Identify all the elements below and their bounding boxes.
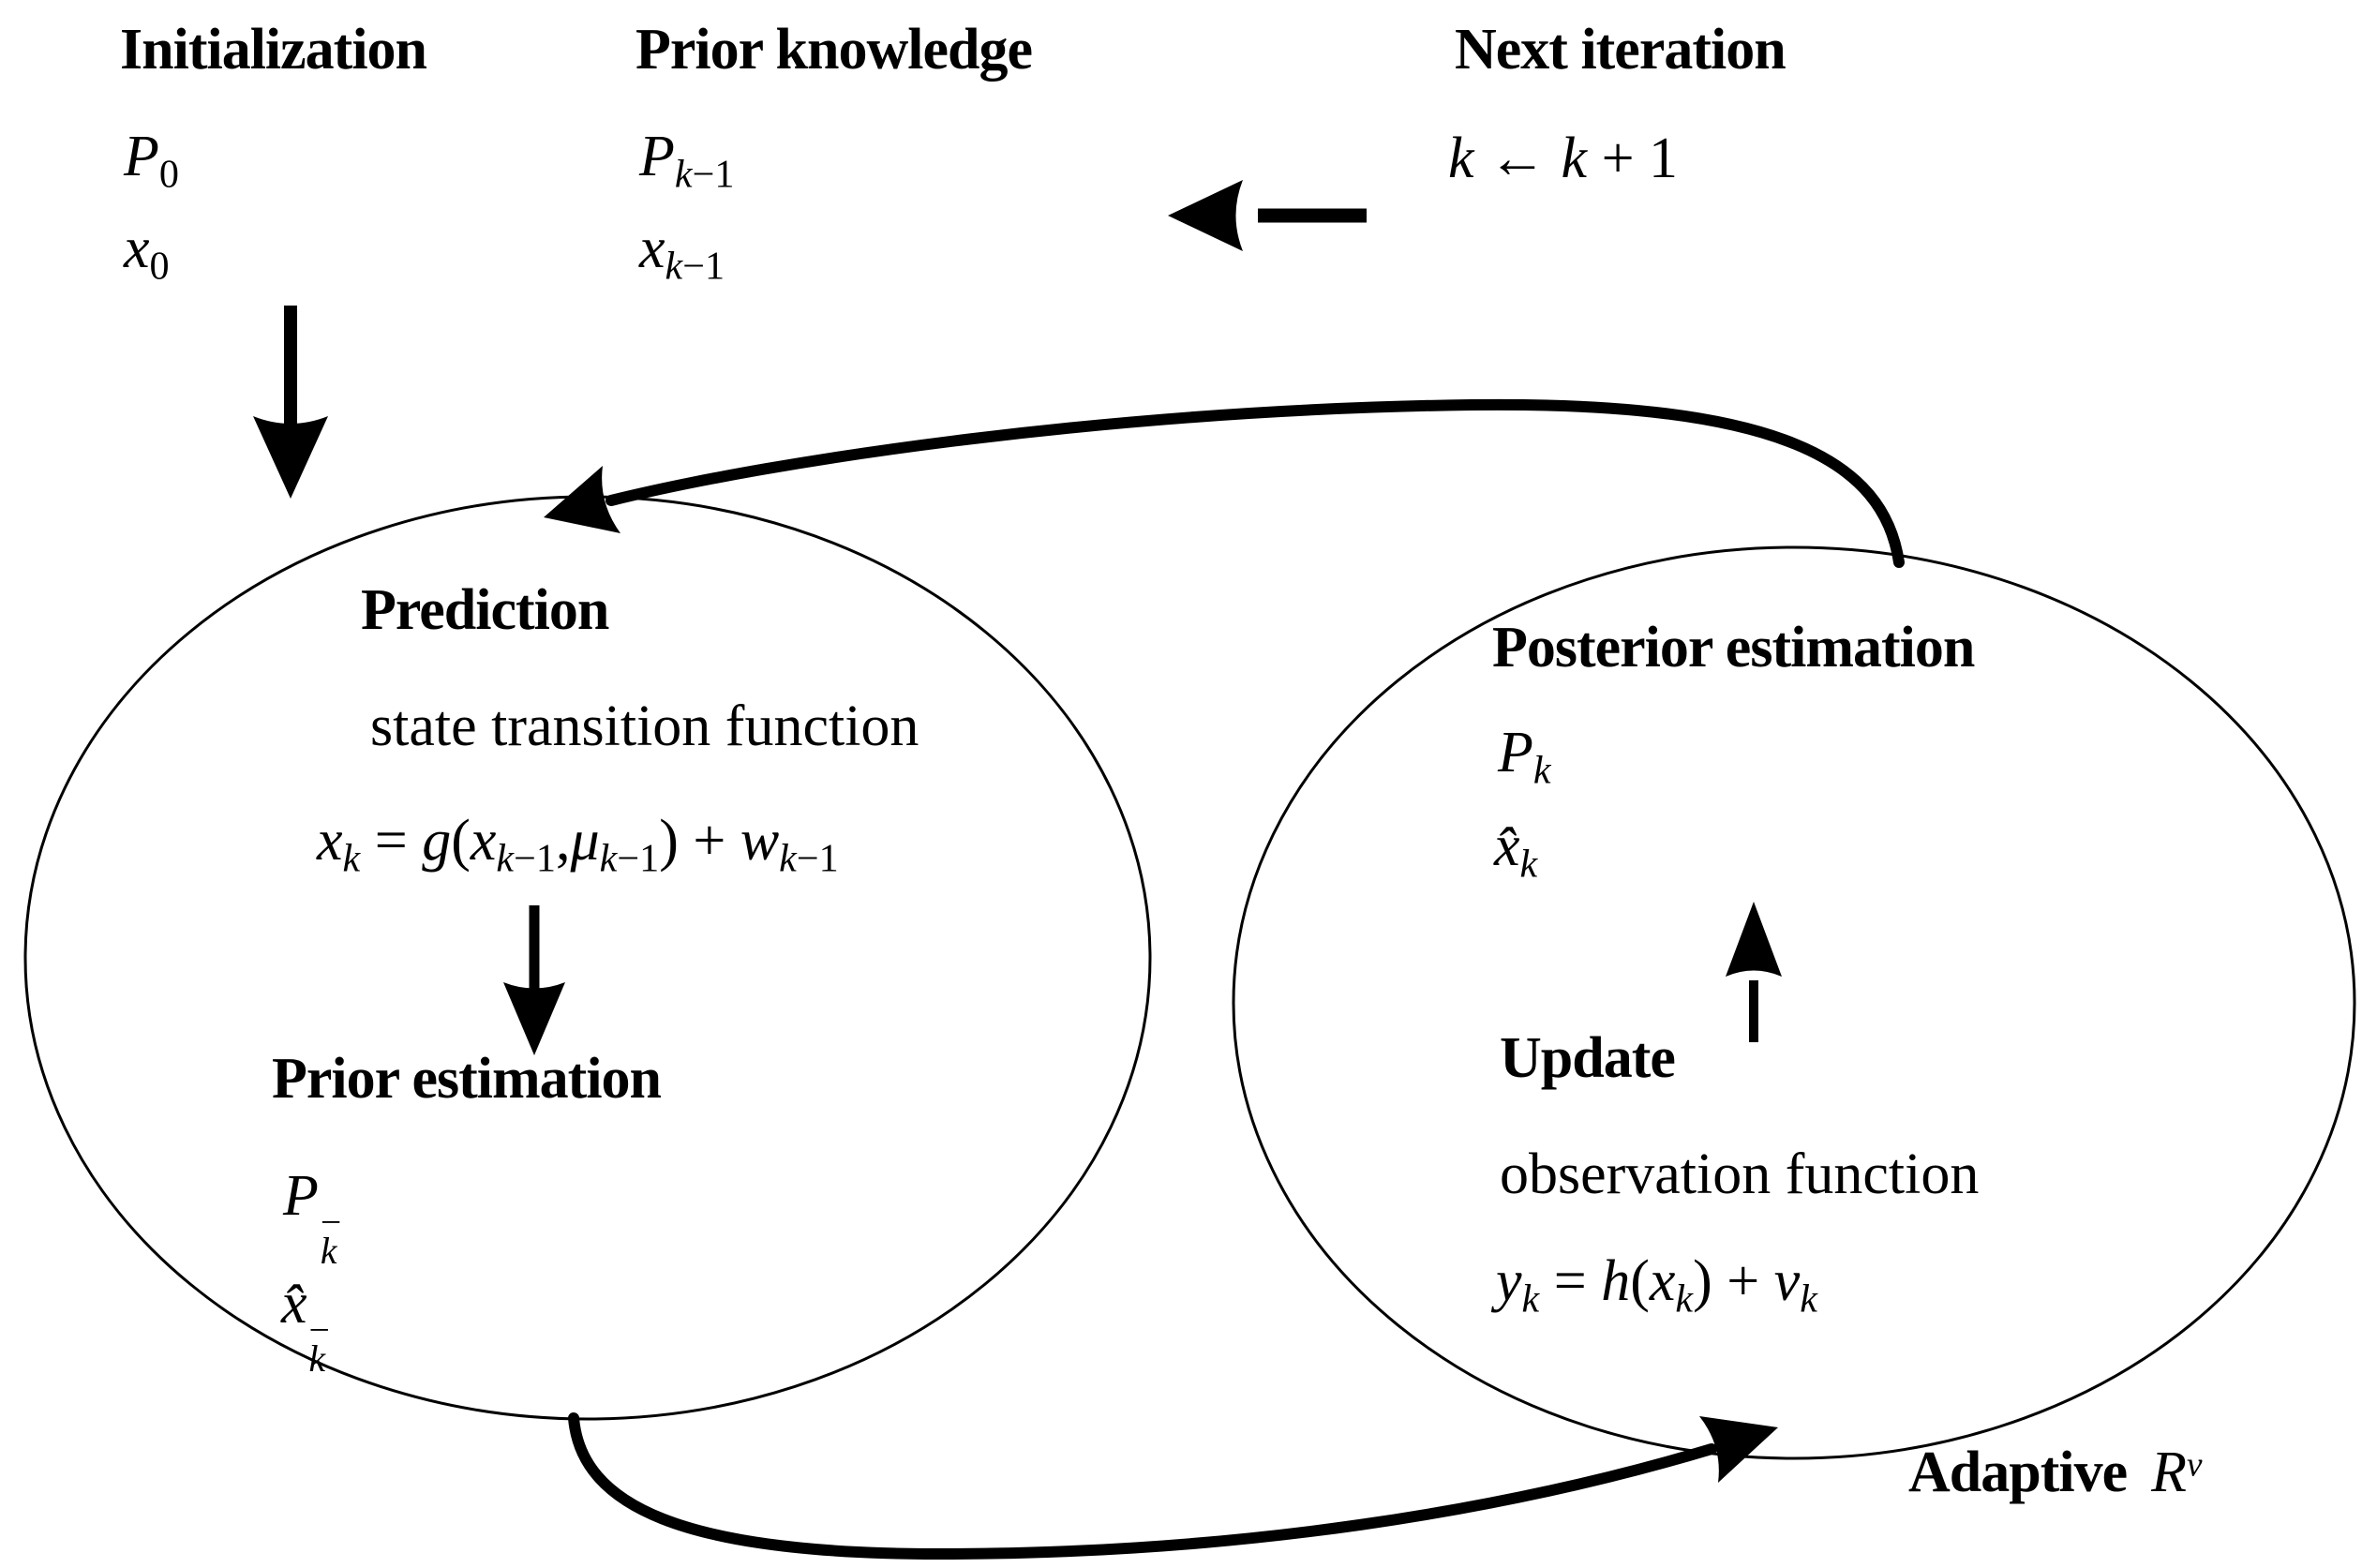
update-heading: Update [1500, 1026, 1676, 1090]
posterior-state-symbol: x̂k [1494, 817, 1537, 885]
state-transition-formula: xk = g(xk−1,μk−1) + wk−1 [317, 812, 839, 879]
initialization-heading: Initialization [120, 18, 427, 82]
pk1-base: P [639, 125, 675, 188]
pkminus-base: P [283, 1164, 319, 1228]
f1-sub-km1-k: k [496, 836, 515, 881]
iteration-increment-formula: k ← k + 1 [1448, 129, 1678, 187]
f2-sub-k3: k [1800, 1277, 1817, 1322]
xk1-base: x [639, 217, 665, 280]
f2-eq: = [1539, 1249, 1602, 1313]
f1-sub-km1-m1: −1 [514, 836, 556, 881]
xhatminus-sup: − [308, 1308, 330, 1351]
adaptive-caption: Adaptive Rv [1908, 1443, 2203, 1501]
xhatminus-scripts: −k [308, 1308, 330, 1381]
adaptive-r-superscript: v [2187, 1445, 2203, 1485]
f1-w: w [740, 809, 780, 873]
f1-plus: + [678, 809, 740, 873]
init-down-arrow [253, 306, 328, 499]
adaptive-r-symbol: R [2151, 1441, 2188, 1504]
pk-base: P [1498, 721, 1533, 784]
xhatk-base: x̂ [1494, 814, 1520, 878]
posterior-estimation-heading: Posterior estimation [1492, 616, 1975, 679]
f1-sub-km1c: k−1 [779, 837, 839, 881]
initial-covariance-symbol: P0 [124, 127, 179, 195]
x0-base: x [124, 217, 150, 280]
pk1-subscript: k−1 [675, 153, 735, 197]
update-ellipse [1232, 545, 2356, 1460]
plus-sign: + [1587, 127, 1650, 190]
adaptive-label: Adaptive [1908, 1441, 2128, 1504]
pk-subscript: k [1532, 748, 1551, 793]
f1-sub-km1c-k: k [779, 836, 797, 881]
f1-eq: = [360, 809, 423, 873]
next-iteration-left-arrow [1168, 180, 1367, 251]
f1-lparen: ( [451, 809, 471, 873]
posterior-to-prediction-return-arrow [544, 398, 1905, 568]
f2-plus: + [1712, 1249, 1774, 1313]
prior-estimation-heading: Prior estimation [272, 1047, 662, 1111]
f1-sub-km1b-k: k [599, 836, 618, 881]
prior-knowledge-heading: Prior knowledge [635, 18, 1033, 82]
x0-subscript: 0 [149, 244, 170, 289]
k-left: k [1448, 127, 1474, 190]
f1-x2: x [470, 809, 497, 873]
posterior-covariance-symbol: Pk [1498, 724, 1551, 791]
prior-to-update-feed-arrow [568, 1412, 1778, 1561]
f2-rparen: ) [1693, 1249, 1712, 1313]
prior-state-estimate-symbol: x̂−k [281, 1272, 330, 1381]
f2-h: h [1601, 1249, 1631, 1313]
initial-state-symbol: x0 [124, 219, 170, 287]
xk1-sub-k: k [665, 244, 683, 289]
observation-formula: yk = h(xk) + vk [1496, 1252, 1817, 1320]
pkminus-scripts: −k [320, 1201, 342, 1273]
f2-sub-k1: k [1521, 1277, 1540, 1322]
f1-comma: , [555, 809, 571, 873]
f2-x: x [1649, 1249, 1676, 1313]
f1-sub-km1b: k−1 [600, 837, 660, 881]
state-transition-label: state transition function [370, 694, 919, 758]
pkminus-sup: − [320, 1201, 342, 1243]
pkminus-sub: k [320, 1231, 337, 1273]
assign-arrow: ← [1473, 127, 1562, 190]
pk1-sub-k: k [674, 152, 693, 197]
f1-sub-k: k [342, 836, 361, 881]
pk1-sub-m1: −1 [692, 152, 735, 197]
observation-function-label: observation function [1500, 1142, 1980, 1206]
xhatk-subscript: k [1519, 842, 1538, 887]
f2-v: v [1773, 1249, 1801, 1313]
prior-covariance-estimate-symbol: P−k [283, 1164, 342, 1273]
p0-base: P [124, 125, 159, 188]
f1-sub-km1b-m1: −1 [617, 836, 660, 881]
f1-mu: μ [570, 809, 600, 873]
k-right: k [1561, 127, 1588, 190]
prior-state-symbol: xk−1 [639, 219, 725, 287]
xhatminus-sub: k [308, 1338, 326, 1381]
p0-subscript: 0 [158, 152, 179, 197]
f1-rparen: ) [659, 809, 679, 873]
prior-covariance-symbol: Pk−1 [639, 127, 734, 195]
xk1-subscript: k−1 [665, 245, 725, 289]
xhatminus-base: x̂ [281, 1272, 307, 1336]
f2-sub-k2: k [1675, 1277, 1694, 1322]
prediction-heading: Prediction [361, 578, 609, 642]
f1-x: x [317, 809, 343, 873]
next-iteration-heading: Next iteration [1455, 18, 1786, 82]
f1-sub-km1: k−1 [496, 837, 556, 881]
update-up-arrow [1726, 902, 1782, 1042]
prediction-internal-down-arrow [503, 905, 565, 1055]
f1-sub-km1c-m1: −1 [796, 836, 839, 881]
one-digit: 1 [1649, 127, 1679, 190]
f1-g: g [422, 809, 452, 873]
xk1-sub-m1: −1 [682, 244, 725, 289]
f2-y: y [1496, 1249, 1522, 1313]
f2-lparen: ( [1630, 1249, 1650, 1313]
